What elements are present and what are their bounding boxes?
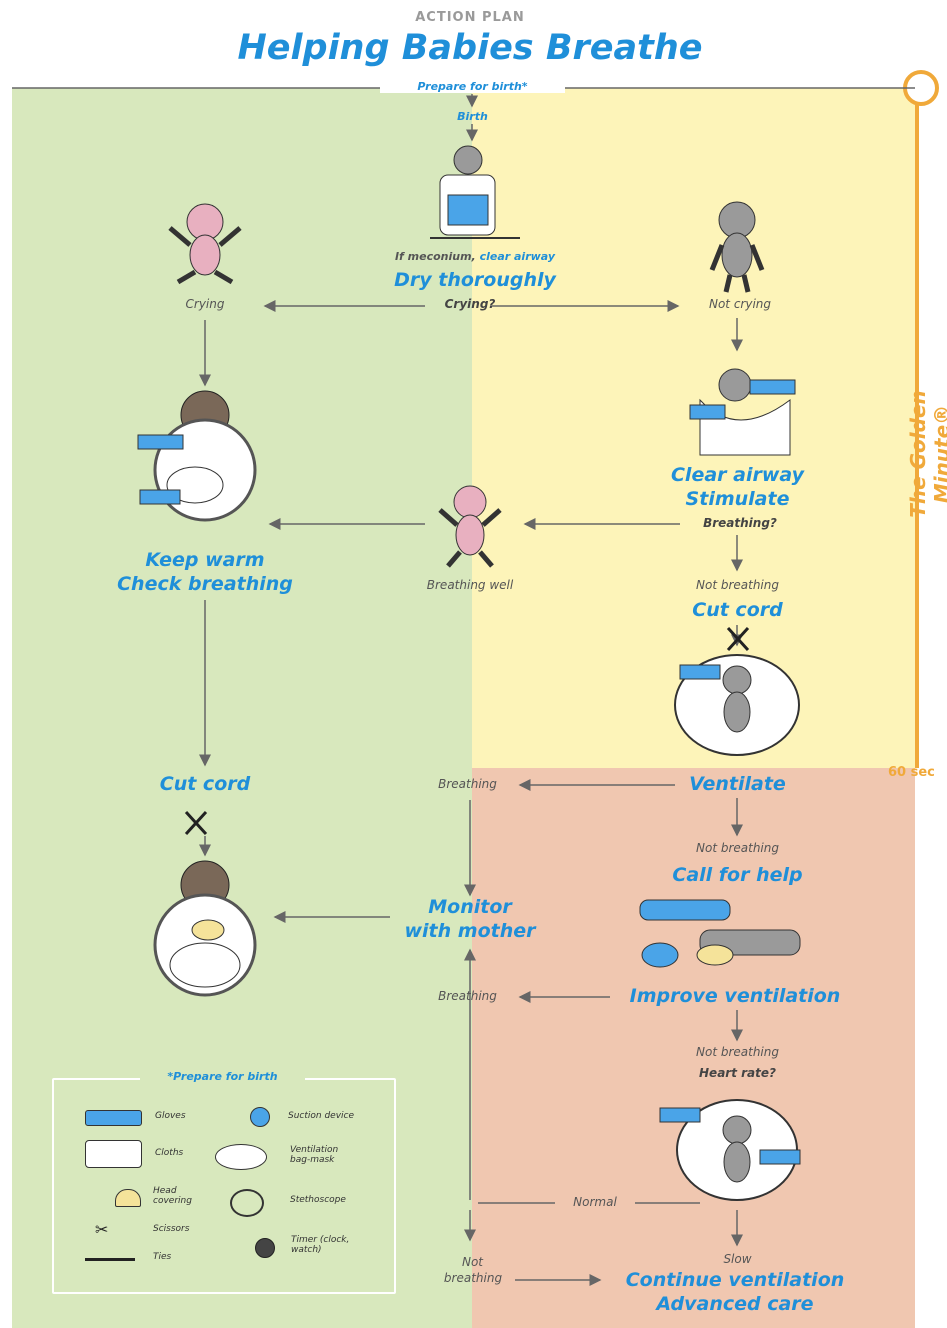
legend-item-bag-mask: Ventilation bag-mask xyxy=(215,1142,390,1172)
cut-cord-right-heading: Cut cord xyxy=(692,599,783,621)
not-crying-baby-icon xyxy=(709,201,765,293)
legend-title: *Prepare for birth xyxy=(140,1070,305,1083)
cut-cord-left-heading: Cut cord xyxy=(159,773,251,795)
legend-item-stethoscope: Stethoscope xyxy=(230,1185,390,1221)
monitor-heading-2: with mother xyxy=(404,920,536,942)
ventilate-baby-icon xyxy=(674,654,800,756)
timer-legend-icon xyxy=(255,1238,275,1258)
breathing-well-baby-icon xyxy=(438,485,502,568)
bag-mask-legend-icon xyxy=(215,1144,267,1170)
head-covering-icon xyxy=(115,1189,141,1207)
keep-warm-heading: Keep warm xyxy=(145,549,265,571)
meconium-prefix: If meconium, xyxy=(394,250,476,263)
stimulate-heading: Stimulate xyxy=(685,488,790,510)
page-title: Helping Babies Breathe xyxy=(237,28,703,68)
drying-baby-icon xyxy=(430,145,520,239)
mother-baby-monitor-icon xyxy=(153,860,257,997)
scissors-icon-left xyxy=(184,810,208,836)
not-breathing-bottom-1: Not xyxy=(461,1255,484,1269)
ties-icon xyxy=(85,1258,135,1261)
legend-item-suction: Suction device xyxy=(250,1105,390,1129)
breathing-question: Breathing? xyxy=(703,516,777,530)
legend-item-scissors: ✂ Scissors xyxy=(95,1220,190,1239)
not-crying-label: Not crying xyxy=(708,297,772,311)
crying-label: Crying xyxy=(185,297,225,311)
stethoscope-icon xyxy=(230,1189,264,1217)
legend-item-ties: Ties xyxy=(85,1250,225,1270)
call-for-help-heading: Call for help xyxy=(672,864,803,886)
zone-red xyxy=(472,768,915,1328)
zone-yellow xyxy=(472,88,915,768)
crying-baby-icon xyxy=(168,203,242,285)
dry-thoroughly: Dry thoroughly xyxy=(394,269,556,291)
check-breathing-heading: Check breathing xyxy=(117,573,293,595)
legend-item-timer: Timer (clock, watch) xyxy=(255,1235,395,1266)
timeline-bar xyxy=(915,88,919,768)
bag-mask-icon xyxy=(639,899,801,968)
gloves-icon xyxy=(85,1110,142,1126)
scissors-icon-right xyxy=(726,626,750,652)
cloth-icon xyxy=(85,1140,142,1168)
improve-ventilation-heading: Improve ventilation xyxy=(629,985,841,1007)
prepare-label: Prepare for birth* xyxy=(380,80,565,93)
continue-ventilation-heading: Continue ventilation xyxy=(625,1269,845,1291)
birth-label: Birth xyxy=(457,110,488,123)
normal-label: Normal xyxy=(555,1195,635,1209)
breathing-label-2: Breathing xyxy=(438,989,497,1003)
not-breathing-bottom-2: breathing xyxy=(443,1271,503,1285)
clear-airway-baby-icon xyxy=(689,368,796,456)
not-breathing-label-1: Not breathing xyxy=(696,578,779,592)
legend-item-gloves: Gloves xyxy=(85,1108,225,1128)
monitor-heading-1: Monitor xyxy=(428,896,512,918)
clear-airway-heading: Clear airway xyxy=(670,464,805,486)
meconium-action: clear airway xyxy=(479,250,556,263)
breathing-label-1: Breathing xyxy=(438,777,497,791)
ventilate-heading: Ventilate xyxy=(689,773,786,795)
heart-rate-question: Heart rate? xyxy=(699,1066,776,1080)
legend-item-head-covering: Head covering xyxy=(115,1185,225,1213)
heart-rate-baby-icon xyxy=(659,1099,801,1201)
not-breathing-label-3: Not breathing xyxy=(696,1045,779,1059)
not-breathing-label-2: Not breathing xyxy=(696,841,779,855)
slow-label: Slow xyxy=(723,1252,752,1266)
legend-item-cloths: Cloths xyxy=(85,1140,225,1170)
scissors-legend-icon: ✂ xyxy=(95,1220,109,1239)
meconium-note: If meconium, clear airway xyxy=(330,250,620,263)
header-kicker: ACTION PLAN xyxy=(415,10,525,25)
timeline-end-label: 60 sec xyxy=(888,765,935,780)
mother-baby-warm-icon xyxy=(137,390,257,522)
breathing-well-label: Breathing well xyxy=(426,578,514,592)
crying-question: Crying? xyxy=(444,297,496,311)
suction-device-icon xyxy=(250,1107,270,1127)
advanced-care-heading: Advanced care xyxy=(656,1293,814,1315)
